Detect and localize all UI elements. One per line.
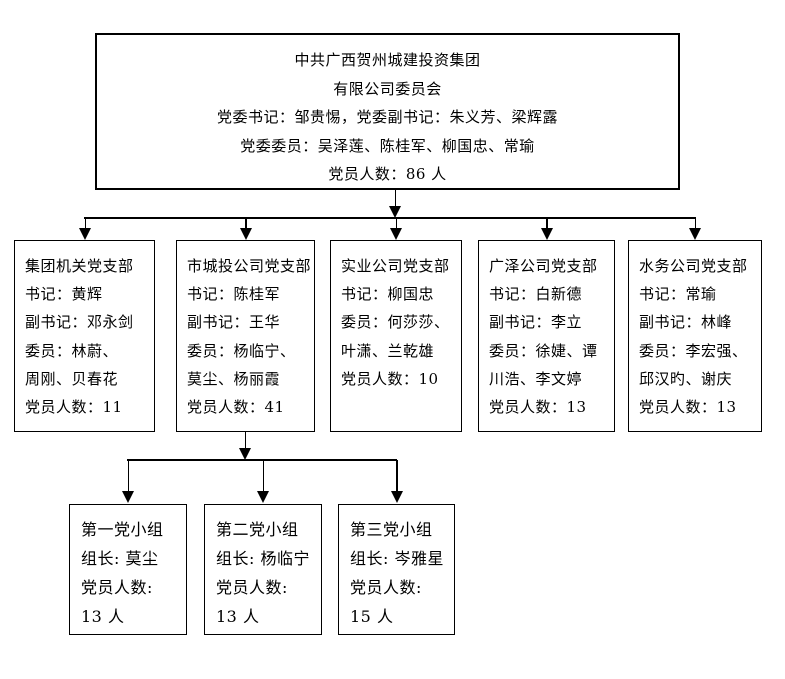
connector-rail-level1 — [84, 217, 696, 219]
connector-drop-group1 — [127, 460, 129, 492]
group-member-count-label: 党员人数: — [81, 578, 153, 597]
connector-drop-branch3 — [395, 218, 397, 229]
branch-title: 水务公司党支部 — [639, 257, 748, 275]
group-member-count-value: 13 人 — [216, 607, 260, 626]
branch-deputy-secretary: 副书记：邓永剑 — [25, 313, 134, 332]
connector-drop-branch2 — [245, 218, 247, 229]
arrow-down-icon — [122, 491, 134, 503]
branch-title: 市城投公司党支部 — [187, 257, 312, 275]
group-member-count-value: 15 人 — [350, 607, 394, 626]
branch-box-group-office: 集团机关党支部 书记：黄辉 副书记：邓永剑 委员：林蔚、 周刚、贝春花 党员人数… — [14, 240, 155, 432]
connector-rail-level2 — [127, 459, 397, 461]
branch-secretary: 书记：黄辉 — [25, 285, 103, 304]
group-member-count-value: 13 人 — [81, 607, 125, 626]
branch-members-line1: 委员：何莎莎、 — [341, 313, 450, 332]
group-title: 第三党小组 — [350, 520, 433, 539]
connector-drop-group2 — [262, 460, 264, 492]
connector-drop-group3 — [396, 460, 398, 492]
branch-secretary: 书记：柳国忠 — [341, 285, 435, 304]
group-leader: 组长: 岑雅星 — [350, 549, 444, 568]
branch-member-count: 党员人数：13 — [639, 398, 737, 417]
arrow-down-icon — [239, 448, 251, 460]
arrow-down-icon — [239, 228, 252, 240]
committee-secretary-line: 党委书记：邹贵惕，党委副书记：朱义芳、梁辉露 — [216, 108, 558, 126]
committee-box: 中共广西贺州城建投资集团 有限公司委员会 党委书记：邹贵惕，党委副书记：朱义芳、… — [95, 33, 680, 190]
arrow-down-icon — [390, 228, 402, 240]
group-leader: 组长: 莫尘 — [81, 549, 159, 568]
connector-drop-branch4 — [546, 218, 548, 229]
connector-branch2-stem — [244, 432, 246, 449]
connector-drop-branch5 — [694, 218, 696, 229]
branch-secretary: 书记：常瑜 — [639, 285, 717, 304]
group-box-first: 第一党小组 组长: 莫尘 党员人数: 13 人 — [69, 504, 187, 635]
branch-member-count: 党员人数：13 — [489, 398, 587, 417]
group-member-count-label: 党员人数: — [350, 578, 422, 597]
branch-title: 广泽公司党支部 — [489, 257, 598, 275]
branch-title: 集团机关党支部 — [25, 257, 134, 275]
branch-box-industrial: 实业公司党支部 书记：柳国忠 委员：何莎莎、 叶潇、兰乾雄 党员人数：10 — [330, 240, 462, 432]
branch-members-line2: 周刚、贝春花 — [25, 369, 119, 388]
branch-member-count: 党员人数：41 — [187, 398, 285, 417]
branch-members-line1: 委员：杨临宁、 — [187, 341, 296, 360]
branch-members-line1: 委员：林蔚、 — [25, 341, 119, 360]
group-leader: 组长: 杨临宁 — [216, 549, 310, 568]
branch-members-line2: 川浩、李文婷 — [489, 369, 583, 388]
branch-members-line2: 邱汉旳、谢庆 — [639, 369, 733, 388]
arrow-down-icon — [389, 206, 401, 218]
connector-top-stem — [394, 190, 396, 207]
branch-members-line1: 委员：李宏强、 — [639, 341, 748, 360]
branch-secretary: 书记：白新德 — [489, 285, 583, 304]
committee-members-line: 党委委员：吴泽莲、陈桂军、柳国忠、常瑜 — [240, 136, 535, 155]
arrow-down-icon — [540, 228, 553, 240]
branch-box-water: 水务公司党支部 书记：常瑜 副书记：林峰 委员：李宏强、 邱汉旳、谢庆 党员人数… — [628, 240, 762, 432]
branch-box-guangze: 广泽公司党支部 书记：白新德 副书记：李立 委员：徐婕、谭 川浩、李文婷 党员人… — [478, 240, 615, 432]
branch-title: 实业公司党支部 — [341, 257, 450, 275]
group-box-third: 第三党小组 组长: 岑雅星 党员人数: 15 人 — [338, 504, 455, 635]
branch-deputy-secretary: 副书记：李立 — [489, 313, 583, 332]
branch-member-count: 党员人数：10 — [341, 369, 439, 388]
branch-members-line1: 委员：徐婕、谭 — [489, 341, 598, 360]
group-member-count-label: 党员人数: — [216, 578, 288, 597]
branch-secretary: 书记：陈桂军 — [187, 285, 281, 304]
branch-members-line2: 叶潇、兰乾雄 — [341, 341, 435, 360]
connector-drop-branch1 — [84, 218, 86, 229]
branch-deputy-secretary: 副书记：王华 — [187, 313, 281, 332]
arrow-down-icon — [689, 228, 701, 240]
group-box-second: 第二党小组 组长: 杨临宁 党员人数: 13 人 — [204, 504, 322, 635]
branch-member-count: 党员人数：11 — [25, 398, 123, 417]
committee-title-line2: 有限公司委员会 — [333, 79, 442, 98]
branch-box-city-investment: 市城投公司党支部 书记：陈桂军 副书记：王华 委员：杨临宁、 莫尘、杨丽霞 党员… — [176, 240, 315, 432]
group-title: 第一党小组 — [81, 520, 164, 539]
committee-member-count: 党员人数：86 人 — [328, 165, 447, 183]
committee-title-line: 中共广西贺州城建投资集团 — [294, 51, 481, 69]
arrow-down-icon — [79, 228, 91, 240]
group-title: 第二党小组 — [216, 520, 299, 539]
branch-members-line2: 莫尘、杨丽霞 — [187, 369, 281, 388]
branch-deputy-secretary: 副书记：林峰 — [639, 313, 733, 332]
arrow-down-icon — [257, 491, 269, 503]
arrow-down-icon — [390, 491, 403, 503]
